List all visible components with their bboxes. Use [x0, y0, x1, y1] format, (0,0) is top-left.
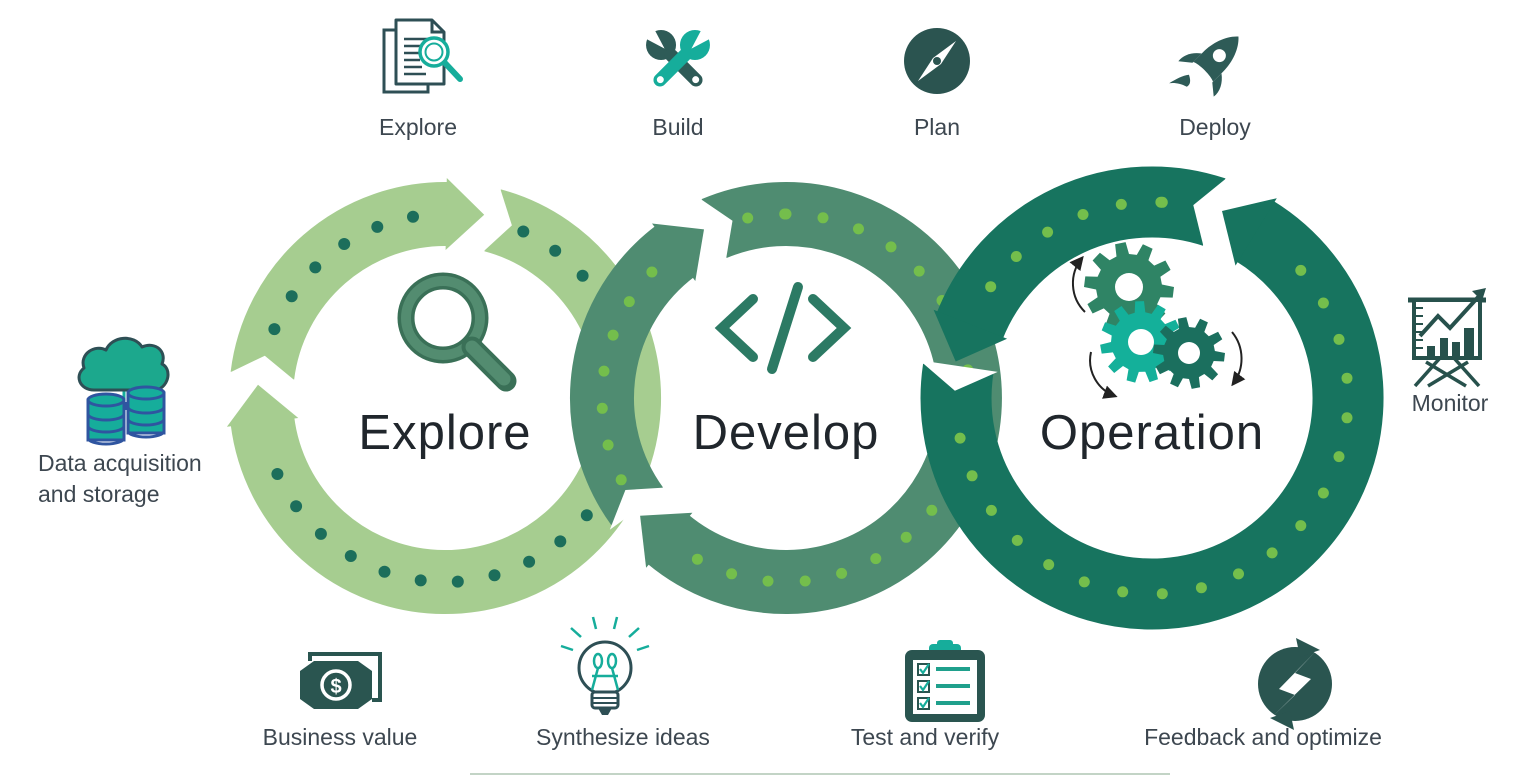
- lightbulb-icon: [560, 616, 650, 715]
- explore-ring-label: Explore: [358, 406, 531, 460]
- bottom-divider: [470, 773, 1170, 775]
- dollar-glyph: $: [330, 676, 341, 698]
- explore-step-label: Explore: [379, 114, 457, 140]
- monitor-step-label: Monitor: [1412, 390, 1489, 416]
- database-cylinder-left: [86, 392, 126, 446]
- cycle-rings: [226, 166, 1384, 630]
- monitor-chart-icon: [1408, 288, 1486, 388]
- develop-ring-label: Develop: [693, 406, 880, 460]
- business-value-label: Business value: [263, 724, 418, 750]
- compass-icon: [904, 28, 970, 94]
- refresh-icon: [1258, 638, 1332, 730]
- data-acquisition-label-line1: Data acquisition: [38, 450, 202, 476]
- gears-icon: [1084, 242, 1225, 389]
- data-acquisition-label-line2: and storage: [38, 481, 159, 507]
- operation-ring-label: Operation: [1040, 406, 1264, 460]
- deploy-step-label: Deploy: [1179, 114, 1251, 140]
- database-cylinder-right: [126, 385, 166, 439]
- build-step-label: Build: [652, 114, 703, 140]
- cloud-database-icon: [77, 336, 170, 446]
- magnifier-icon: [397, 272, 517, 392]
- synthesize-ideas-label: Synthesize ideas: [536, 724, 710, 750]
- plan-step-label: Plan: [914, 114, 960, 140]
- clipboard-icon: [905, 640, 985, 722]
- document-search-icon: [382, 18, 463, 94]
- feedback-optimize-label: Feedback and optimize: [1144, 724, 1382, 750]
- money-icon: $: [300, 652, 382, 709]
- rocket-icon: [1169, 36, 1239, 97]
- ring-operation: [919, 166, 1384, 630]
- wrenches-icon: [640, 24, 716, 87]
- code-icon: [714, 282, 852, 374]
- gear-rotation-arrows: [1069, 255, 1246, 399]
- test-verify-label: Test and verify: [851, 724, 1000, 750]
